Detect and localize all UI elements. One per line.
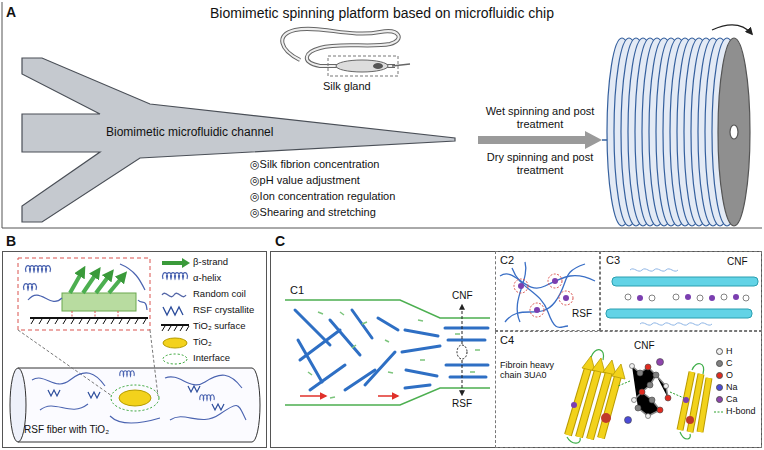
part-name: RSF fiber with TiO₂ (24, 424, 109, 436)
legend-text: Interface (193, 353, 230, 364)
legend-text: RSF crystallite (193, 305, 254, 316)
panel-label: C1 (290, 284, 304, 297)
legend-text: H (726, 346, 733, 356)
process-arrow (478, 131, 602, 149)
fiber-spool (607, 38, 750, 226)
node-text: Biomimetic microfluidic channel (106, 126, 273, 140)
legend-swatch (716, 348, 723, 355)
legend-text: O (726, 370, 733, 380)
node-text: CNF (634, 340, 655, 352)
panel-label: C (275, 233, 285, 249)
bullet-item: ◎Ion concentration regulation (250, 190, 395, 203)
process-note: Wet spinning and post treatment (478, 105, 602, 130)
node-text: Fibroin heavy chain 3UA0 (500, 360, 562, 381)
legend-swatch (716, 396, 723, 403)
part-name: RSF (452, 398, 472, 410)
subpanel-box: C3 CNF (600, 251, 762, 331)
legend-swatch (716, 360, 723, 367)
panel-label: C2 (500, 254, 514, 267)
bullet-item: ◎Shearing and stretching (250, 206, 376, 219)
panel-label: C4 (500, 334, 514, 347)
bullet-item: ◎Silk fibrion concentration (250, 158, 379, 171)
legend-text: Na (726, 382, 738, 392)
legend-text: C (726, 358, 733, 368)
legend-text: β-strand (193, 257, 228, 268)
node-text: RSF (572, 308, 592, 320)
node-text: CNF (727, 256, 748, 268)
panel-title: Biomimetic spinning platform based on mi… (150, 5, 614, 21)
bullet-item: ◎pH value adjustment (250, 174, 360, 187)
legend-swatch (716, 372, 723, 379)
legend-text: TiO₂ surface (193, 321, 245, 332)
legend-text: H-bond (726, 406, 756, 416)
panel-label: B (6, 233, 16, 249)
process-note: Dry spinning and post treatment (478, 151, 602, 176)
legend-text: Ca (726, 394, 738, 404)
legend-text: Random coil (193, 289, 246, 300)
panel-label: A (6, 4, 16, 20)
channel-shape (22, 58, 455, 222)
part-name: CNF (452, 290, 473, 302)
panel-label: C3 (606, 254, 620, 267)
part-name: Silk gland (323, 80, 371, 93)
subpanel-box: C2RSF (495, 251, 600, 331)
legend-text: TiO₂ (193, 337, 212, 348)
legend-text: α-helix (193, 273, 221, 284)
legend-swatch (716, 384, 723, 391)
silk-gland (282, 29, 410, 76)
